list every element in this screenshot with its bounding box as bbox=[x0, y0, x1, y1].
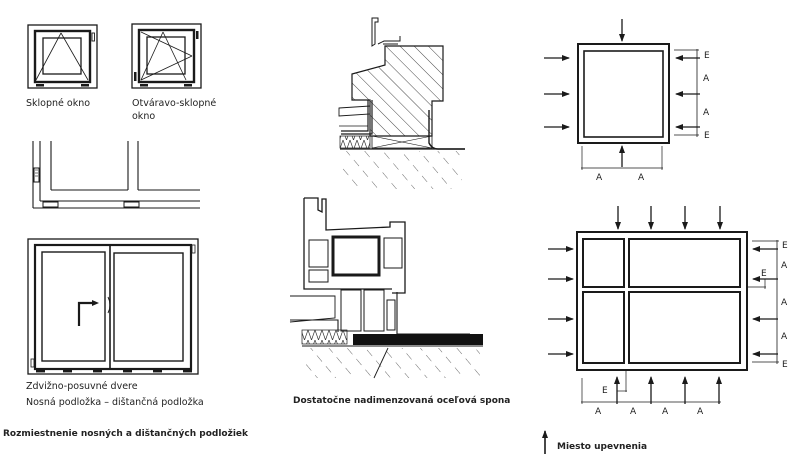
dim-label: E bbox=[704, 131, 710, 141]
dim-label: E bbox=[704, 51, 710, 61]
dim-label: A bbox=[697, 407, 704, 417]
tilt-window-caption: Sklopné okno bbox=[26, 98, 91, 109]
dim-label: A bbox=[781, 261, 788, 271]
dim-label: A bbox=[596, 173, 603, 183]
tilt-window-drawing bbox=[27, 24, 98, 89]
multi-window-fixing-diagram bbox=[548, 206, 779, 404]
steel-clip-caption: Dostatočne nadimenzovaná oceľová spona bbox=[293, 396, 511, 406]
pad-types-caption: Nosná podložka – dištančná podložka bbox=[26, 397, 204, 408]
dim-label: A bbox=[781, 332, 788, 342]
legend-label: Miesto upevnenia bbox=[557, 442, 648, 452]
dim-label: A bbox=[703, 74, 710, 84]
dim-label: E bbox=[782, 360, 788, 370]
dim-label: E bbox=[602, 386, 608, 396]
single-window-fixing-diagram bbox=[544, 19, 700, 170]
dim-label: A bbox=[703, 108, 710, 118]
multi-window-dimension-labels: E A E A A E E A A A A bbox=[595, 241, 788, 417]
dim-label: A bbox=[630, 407, 637, 417]
lift-slide-door-drawing bbox=[27, 238, 199, 375]
frame-corner-detail bbox=[32, 141, 200, 209]
dim-label: E bbox=[761, 269, 767, 279]
left-section-title: Rozmiestnenie nosných a dištančných podl… bbox=[3, 429, 249, 439]
dim-label: A bbox=[638, 173, 645, 183]
pvc-frame-section bbox=[289, 197, 483, 379]
tilt-turn-window-caption-line2: okno bbox=[132, 111, 156, 122]
lift-slide-door-caption: Zdvižno-posuvné dvere bbox=[26, 381, 138, 392]
dim-label: A bbox=[781, 298, 788, 308]
dim-label: A bbox=[662, 407, 669, 417]
tilt-turn-window-drawing bbox=[131, 23, 202, 89]
dim-label: E bbox=[782, 241, 788, 251]
single-window-dimension-labels: E A A E A A bbox=[596, 51, 710, 183]
dim-label: A bbox=[595, 407, 602, 417]
wood-frame-section bbox=[338, 17, 465, 189]
tilt-turn-window-caption-line1: Otváravo-sklopné bbox=[132, 98, 217, 109]
